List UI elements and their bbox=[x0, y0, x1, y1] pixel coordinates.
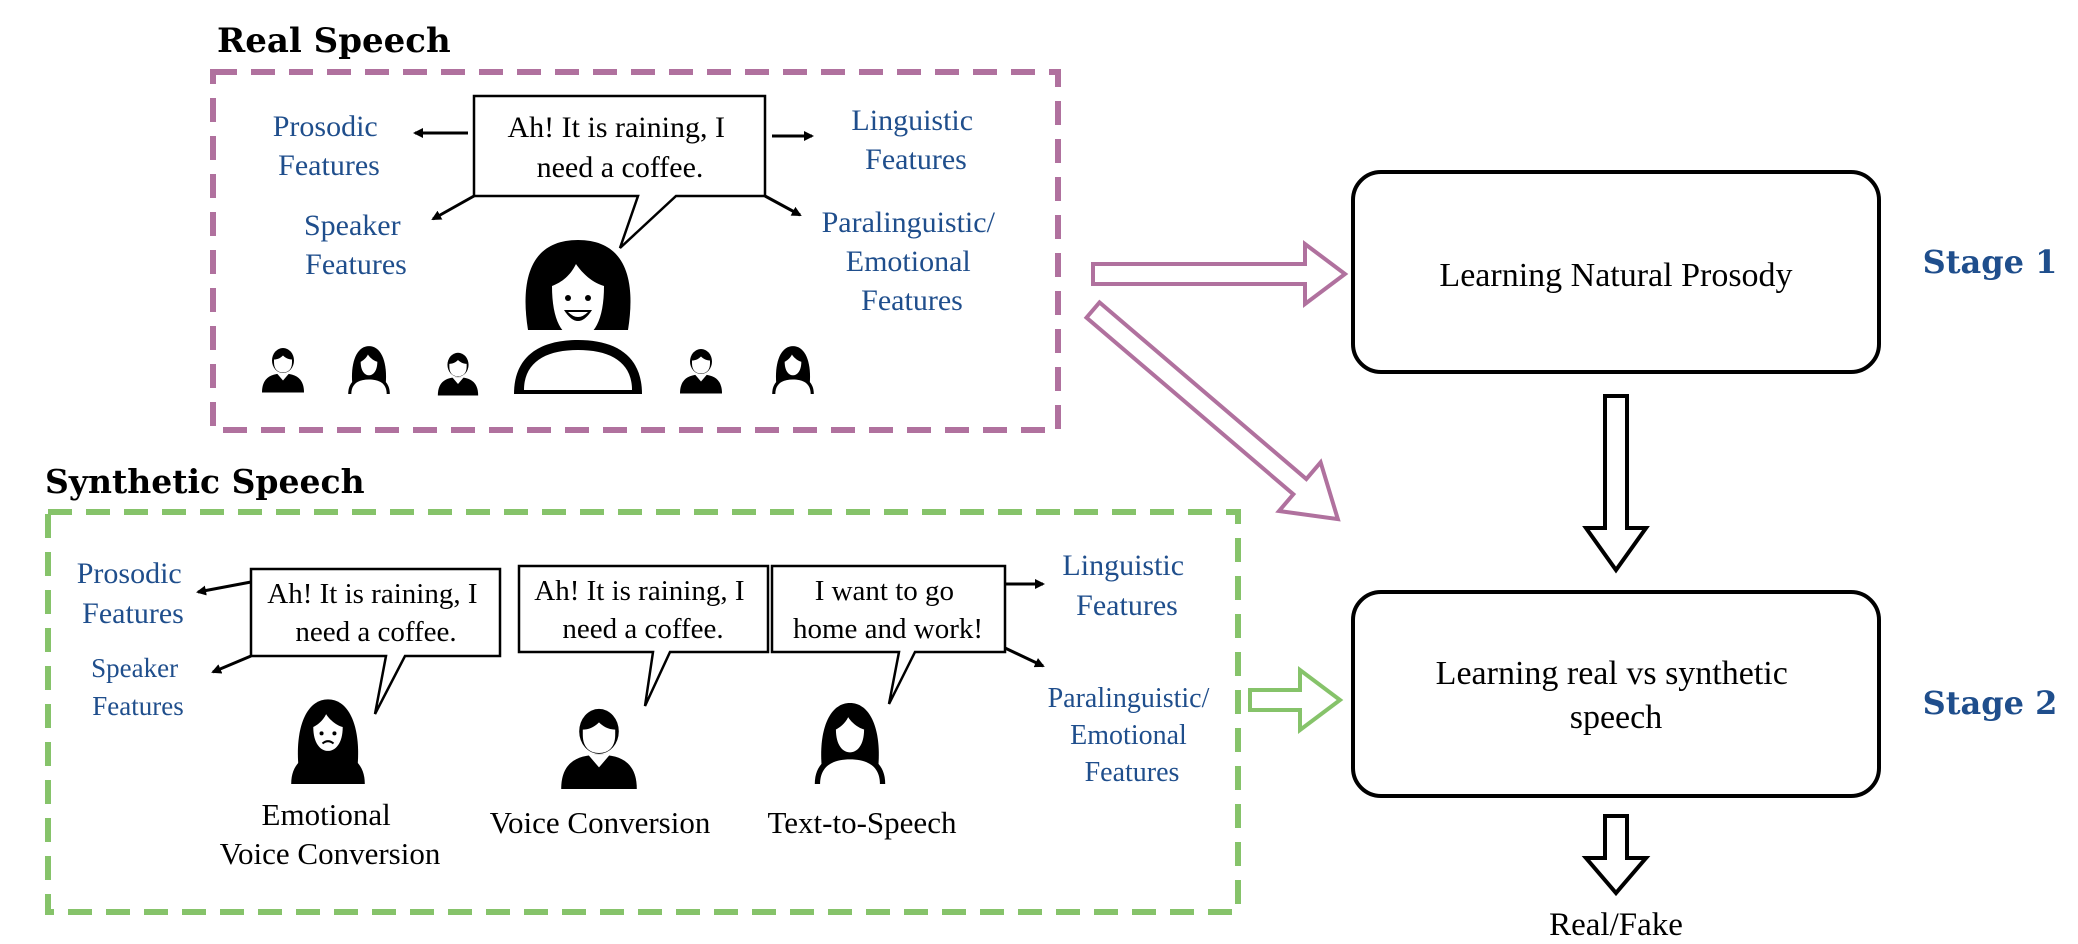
syn-bubble-vc-line1: Ah! It is raining, I bbox=[534, 575, 744, 607]
output-label: Real/Fake bbox=[1549, 907, 1683, 943]
syn-speaker-label: Speaker bbox=[91, 653, 178, 683]
syn-paralinguistic-label-3: Features bbox=[1085, 757, 1180, 788]
syn-bubble-tts bbox=[770, 564, 1007, 705]
svg-text:Linguistic Features: Linguistic Features bbox=[851, 104, 980, 176]
syn-bubble-tts-line1: I want to go bbox=[815, 575, 954, 607]
real-linguistic-label-2: Features bbox=[865, 143, 967, 176]
synthetic-speech-border bbox=[45, 509, 1241, 915]
stage2-box bbox=[1351, 590, 1881, 798]
svg-text:Prosodic Features: Prosodic Features bbox=[273, 110, 386, 182]
real-arrow-paralinguistic bbox=[764, 194, 802, 217]
synthetic-to-stage2-arrow bbox=[1248, 666, 1344, 734]
real-bubble-line2: need a coffee. bbox=[537, 151, 704, 184]
svg-text:Ah! It is raining, I nee: Ah! It is raining, I need a coffee. bbox=[508, 111, 733, 184]
man-icon bbox=[262, 348, 304, 393]
svg-text:Ah! It is raining, I nee: Ah! It is raining, I need a coffee. bbox=[534, 575, 751, 645]
syn-paralinguistic-label: Paralinguistic/ bbox=[1048, 683, 1210, 714]
real-arrow-speaker bbox=[431, 194, 475, 221]
syn-linguistic-label: Linguistic bbox=[1062, 549, 1184, 582]
syn-bubble-tts-line2: home and work! bbox=[793, 613, 983, 645]
syn-prosodic-label-2: Features bbox=[82, 597, 184, 630]
real-to-stage1-arrow bbox=[1091, 240, 1349, 308]
stage1-box bbox=[1351, 170, 1881, 374]
real-paralinguistic-label: Paralinguistic/ bbox=[822, 206, 996, 239]
label-voice-conversion: Voice Conversion bbox=[490, 805, 711, 840]
label-emotional-voice-conversion: Emotional bbox=[262, 797, 391, 832]
stage1-to-stage2-arrow bbox=[1582, 394, 1650, 574]
real-linguistic-label: Linguistic bbox=[851, 104, 973, 137]
stage2-box-label: Learning real vs synthetic bbox=[1436, 655, 1788, 692]
pipeline-group: Learning Natural Prosody Learning real v… bbox=[1083, 170, 2058, 943]
svg-text:Prosodic Features: Prosodic Features bbox=[77, 557, 190, 630]
stage2-label: Stage 2 bbox=[1923, 684, 2058, 722]
real-to-stage2-arrow bbox=[1083, 299, 1341, 522]
svg-text:Speaker Features: Speaker Features bbox=[91, 653, 185, 721]
svg-text:Paralinguistic/ Emotiona: Paralinguistic/ Emotional Features bbox=[1048, 683, 1217, 788]
svg-text:I want to go home and wo: I want to go home and work! bbox=[793, 575, 983, 645]
man-icon bbox=[561, 708, 637, 789]
syn-arrow-speaker bbox=[211, 654, 252, 674]
syn-bubble-vc bbox=[517, 564, 770, 707]
svg-text:Paralinguistic/ Emotiona: Paralinguistic/ Emotional Features bbox=[822, 206, 1003, 317]
svg-text:Emotional Voice Conversi: Emotional Voice Conversion bbox=[220, 797, 441, 871]
stage1-box-label: Learning Natural Prosody bbox=[1439, 257, 1792, 294]
label-text-to-speech: Text-to-Speech bbox=[768, 805, 957, 840]
real-bubble-line1: Ah! It is raining, I bbox=[508, 111, 725, 144]
real-speaker-label-2: Features bbox=[305, 248, 407, 281]
svg-text:Ah! It is raining, I nee: Ah! It is raining, I need a coffee. bbox=[267, 578, 484, 648]
synthetic-speech-group: Synthetic Speech Prosodic Features Speak… bbox=[45, 462, 1241, 915]
synthetic-speech-title: Synthetic Speech bbox=[45, 462, 365, 501]
real-speech-bubble bbox=[472, 94, 767, 249]
syn-arrow-prosodic bbox=[196, 580, 252, 596]
syn-speaker-label-2: Features bbox=[92, 691, 183, 721]
label-emotional-voice-conversion-2: Voice Conversion bbox=[220, 836, 441, 871]
syn-bubble-evc-line2: need a coffee. bbox=[295, 616, 456, 648]
man-spiky-hair-icon bbox=[437, 352, 479, 396]
woman-smiling-icon bbox=[514, 240, 642, 394]
real-prosodic-label-2: Features bbox=[278, 149, 380, 182]
svg-text:Learning real vs synthetic: Learning real vs synthetic speech bbox=[1436, 655, 1797, 736]
real-speech-title: Real Speech bbox=[217, 21, 451, 61]
real-paralinguistic-label-3: Features bbox=[861, 284, 963, 317]
syn-paralinguistic-label-2: Emotional bbox=[1070, 720, 1187, 751]
real-speech-border bbox=[210, 69, 1061, 433]
stage2-to-output-arrow bbox=[1581, 814, 1651, 897]
woman-icon bbox=[814, 703, 886, 784]
svg-text:Linguistic Features: Linguistic Features bbox=[1062, 549, 1191, 622]
stage2-box-label-2: speech bbox=[1570, 699, 1663, 736]
real-speech-group: Real Speech Ah! It is raining, I need a … bbox=[210, 21, 1061, 433]
stage1-label: Stage 1 bbox=[1923, 243, 2058, 281]
woman-icon bbox=[348, 346, 390, 394]
real-speaker-label: Speaker bbox=[304, 209, 401, 242]
woman-sad-icon bbox=[289, 698, 367, 786]
man-curly-hair-icon bbox=[680, 349, 722, 394]
woman-long-hair-icon bbox=[772, 346, 814, 394]
syn-bubble-evc bbox=[249, 567, 502, 715]
syn-linguistic-label-2: Features bbox=[1076, 589, 1178, 622]
syn-bubble-vc-line2: need a coffee. bbox=[562, 613, 723, 645]
syn-arrow-paralinguistic bbox=[1004, 646, 1045, 668]
real-paralinguistic-label-2: Emotional bbox=[846, 245, 971, 278]
syn-bubble-evc-line1: Ah! It is raining, I bbox=[267, 578, 477, 610]
syn-prosodic-label: Prosodic bbox=[77, 557, 182, 590]
real-prosodic-label: Prosodic bbox=[273, 110, 378, 143]
svg-text:Speaker Features: Speaker Features bbox=[304, 209, 408, 281]
